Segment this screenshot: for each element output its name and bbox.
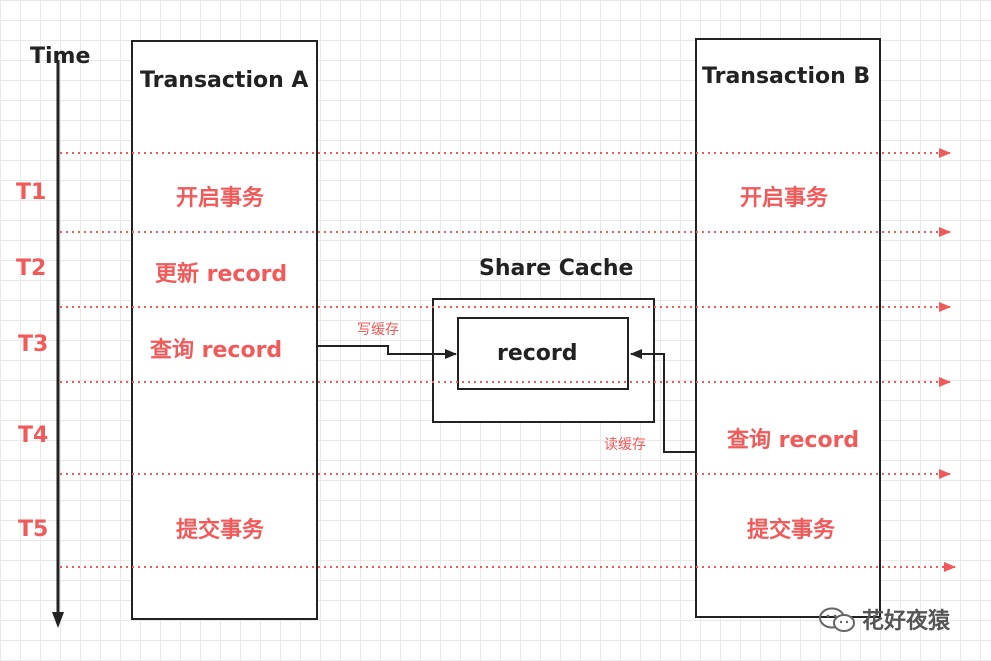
time-axis-label: Time xyxy=(30,44,91,69)
time-label-t1: T1 xyxy=(16,180,47,205)
transaction-b-step-t4: 查询 record xyxy=(727,428,860,453)
transaction-a-step-t2: 更新 record xyxy=(155,262,288,287)
read-cache-label: 读缓存 xyxy=(604,437,646,453)
record-box xyxy=(457,317,629,390)
share-cache-title: Share Cache xyxy=(479,256,634,281)
transaction-a-box xyxy=(131,40,318,620)
transaction-a-step-t5: 提交事务 xyxy=(176,518,265,543)
transaction-a-step-t3: 查询 record xyxy=(150,338,283,363)
write-cache-connector xyxy=(318,345,457,359)
time-label-t4: T4 xyxy=(18,423,49,448)
time-label-t3: T3 xyxy=(18,332,49,357)
read-cache-connector xyxy=(630,349,695,453)
time-label-t2: T2 xyxy=(16,256,47,281)
transaction-b-step-t5: 提交事务 xyxy=(747,518,836,543)
transaction-b-title: Transaction B xyxy=(702,64,871,89)
transaction-a-step-t1: 开启事务 xyxy=(176,186,265,211)
transaction-b-box xyxy=(695,38,881,618)
time-axis-arrowhead xyxy=(52,612,64,628)
transaction-b-step-t1: 开启事务 xyxy=(740,186,829,211)
watermark-text: 花好夜猿 xyxy=(862,609,951,634)
record-label: record xyxy=(497,341,578,366)
transaction-a-title: Transaction A xyxy=(140,68,309,93)
write-cache-label: 写缓存 xyxy=(357,322,399,338)
time-label-t5: T5 xyxy=(18,517,49,542)
wechat-logo-icon xyxy=(818,606,856,638)
